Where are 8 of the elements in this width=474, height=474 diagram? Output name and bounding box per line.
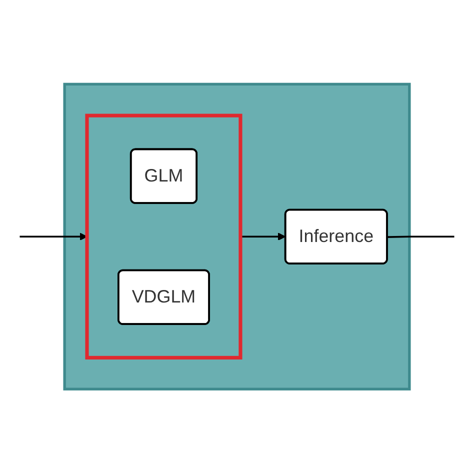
process-box: VDGLM bbox=[118, 270, 210, 326]
cluster bbox=[85, 114, 242, 360]
connector bbox=[387, 236, 454, 238]
process-box: GLM bbox=[130, 148, 198, 204]
arrow bbox=[240, 233, 286, 241]
cluster bbox=[63, 83, 411, 391]
arrow bbox=[20, 233, 88, 241]
process-box: Inference bbox=[284, 209, 388, 265]
